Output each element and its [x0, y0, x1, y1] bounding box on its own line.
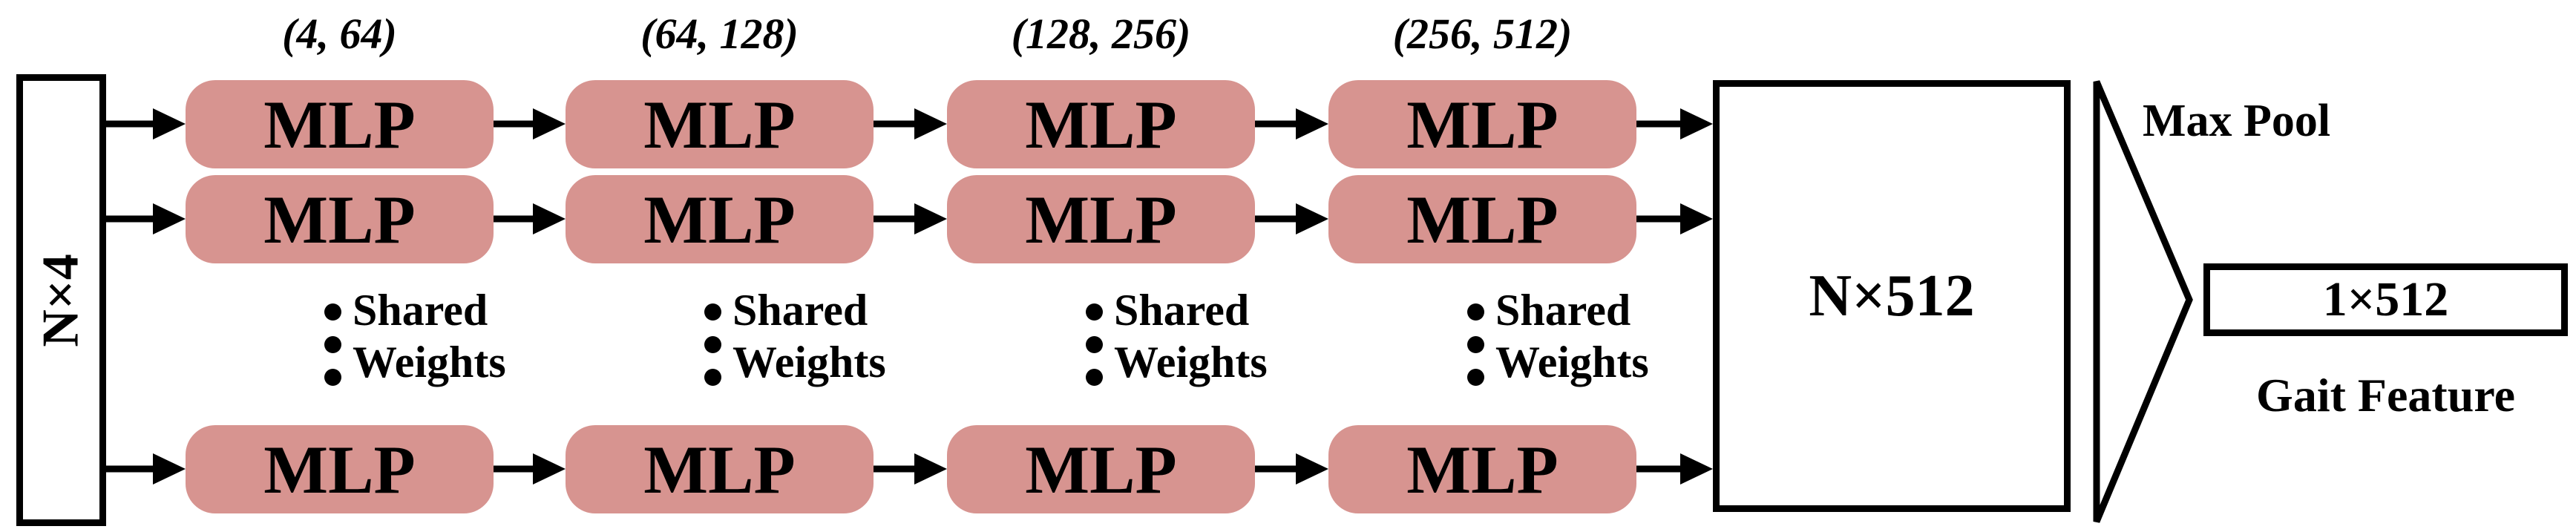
ellipsis-dot: [1467, 336, 1484, 353]
ellipsis-dot: [324, 303, 341, 321]
mlp-block: MLP: [1328, 425, 1636, 513]
shared-weights-group: Shared Weights: [186, 286, 506, 397]
ellipsis-dot: [324, 369, 341, 386]
ellipsis-dot: [704, 369, 721, 386]
mlp-block-label: MLP: [263, 431, 416, 508]
flow-arrow: [494, 453, 566, 485]
shared-weights-label: Shared Weights: [1495, 284, 1649, 388]
aggregate-feature-box: N×512: [1713, 80, 2071, 512]
shared-weights-label: Shared Weights: [1114, 284, 1268, 388]
flow-arrow: [1636, 108, 1713, 139]
mlp-block: MLP: [186, 425, 494, 513]
mlp-block-label: MLP: [643, 181, 796, 257]
flow-arrow: [874, 108, 947, 139]
flow-arrow: [1255, 453, 1328, 485]
shared-weights-group: Shared Weights: [566, 286, 886, 397]
flow-arrow: [1636, 203, 1713, 234]
mlp-block: MLP: [1328, 80, 1636, 168]
ellipsis-dot: [1467, 303, 1484, 321]
ellipsis-dot: [1086, 336, 1103, 353]
ellipsis-dot: [704, 336, 721, 353]
stage4-dims-label: (256, 512): [1392, 10, 1573, 58]
shared-weights-line2: Weights: [353, 338, 506, 387]
shared-weights-label: Shared Weights: [353, 284, 506, 388]
shared-weights-line2: Weights: [733, 338, 886, 387]
flow-arrow: [1255, 203, 1328, 234]
flow-arrow: [1255, 108, 1328, 139]
max-pool-label: Max Pool: [2143, 96, 2331, 146]
output-feature-box: 1×512: [2203, 263, 2568, 336]
mlp-block-label: MLP: [643, 431, 796, 508]
shared-weights-line1: Shared: [733, 286, 868, 335]
output-feature-label: 1×512: [2322, 272, 2449, 326]
ellipsis-dot: [1467, 369, 1484, 386]
shared-weights-group: Shared Weights: [1328, 286, 1649, 397]
stage2-dims-label: (64, 128): [640, 10, 799, 58]
ellipsis-dot: [1086, 303, 1103, 321]
mlp-block: MLP: [186, 80, 494, 168]
aggregate-feature-label: N×512: [1809, 263, 1975, 329]
mlp-block-label: MLP: [1025, 86, 1177, 162]
mlp-block-label: MLP: [263, 181, 416, 257]
output-caption: Gait Feature: [2256, 369, 2515, 421]
flow-arrow: [105, 203, 186, 234]
flow-arrow: [874, 203, 947, 234]
ellipsis-dot: [704, 303, 721, 321]
flow-arrow: [874, 453, 947, 485]
mlp-block: MLP: [947, 425, 1255, 513]
mlp-block-label: MLP: [1025, 181, 1177, 257]
mlp-block-label: MLP: [1406, 86, 1559, 162]
mlp-block: MLP: [566, 175, 874, 263]
shared-weights-line1: Shared: [1114, 286, 1250, 335]
shared-weights-group: Shared Weights: [947, 286, 1268, 397]
flow-arrow: [494, 108, 566, 139]
flow-arrow: [494, 203, 566, 234]
mlp-block: MLP: [1328, 175, 1636, 263]
mlp-block: MLP: [947, 80, 1255, 168]
shared-weights-line2: Weights: [1495, 338, 1649, 387]
input-box-label: N×4: [32, 253, 90, 347]
mlp-block: MLP: [566, 425, 874, 513]
mlp-block-label: MLP: [643, 86, 796, 162]
mlp-block-label: MLP: [1406, 181, 1559, 257]
shared-weights-line1: Shared: [1495, 286, 1631, 335]
shared-weights-label: Shared Weights: [733, 284, 886, 388]
mlp-block-label: MLP: [1406, 431, 1559, 508]
flow-arrow: [105, 453, 186, 485]
mlp-block-label: MLP: [1025, 431, 1177, 508]
stage1-dims-label: (4, 64): [282, 10, 397, 58]
shared-weights-line1: Shared: [353, 286, 488, 335]
shared-weights-line2: Weights: [1114, 338, 1268, 387]
mlp-block: MLP: [186, 175, 494, 263]
stage3-dims-label: (128, 256): [1011, 10, 1191, 58]
ellipsis-dot: [324, 336, 341, 353]
flow-arrow: [1636, 453, 1713, 485]
max-pool-funnel: [2093, 80, 2193, 523]
mlp-block: MLP: [566, 80, 874, 168]
mlp-block: MLP: [947, 175, 1255, 263]
ellipsis-dot: [1086, 369, 1103, 386]
mlp-block-label: MLP: [263, 86, 416, 162]
input-box: N×4: [16, 74, 106, 526]
flow-arrow: [105, 108, 186, 139]
